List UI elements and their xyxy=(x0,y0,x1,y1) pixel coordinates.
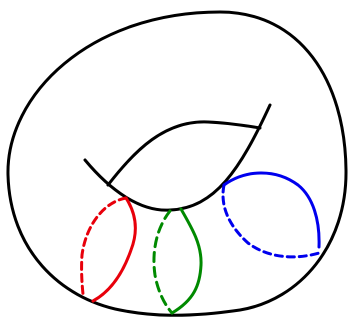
torus-hole-upper-curve xyxy=(108,122,260,185)
green-cycle-front-solid xyxy=(172,209,201,313)
torus-outer-outline xyxy=(8,12,346,315)
torus-hole-lower-curve xyxy=(85,105,270,210)
green-cycle-back-dashed xyxy=(154,211,172,313)
red-cycle-back-dashed xyxy=(82,198,126,294)
blue-cycle-front-solid xyxy=(224,173,319,247)
red-cycle xyxy=(82,198,136,301)
green-cycle xyxy=(154,209,201,313)
blue-cycle xyxy=(223,173,319,257)
blue-cycle-back-dashed xyxy=(223,185,319,257)
